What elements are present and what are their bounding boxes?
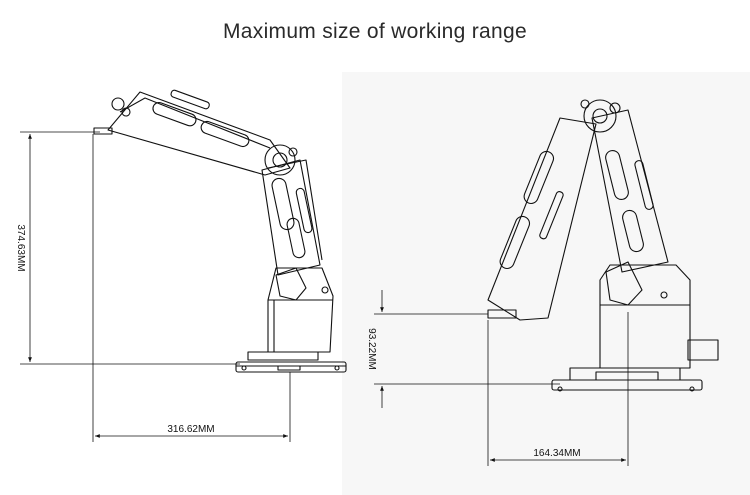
right-panel-background [342, 72, 750, 495]
right-dimensions [374, 290, 629, 466]
left-height-label: 374.63MM [15, 224, 26, 271]
left-elbow-joint [264, 144, 296, 176]
right-height-label: 93.22MM [366, 328, 377, 370]
right-top-joint [583, 99, 617, 133]
left-base-plate [235, 361, 347, 373]
right-upper-arm [487, 117, 597, 321]
left-dimensions [20, 131, 291, 442]
left-end-joint [111, 97, 125, 111]
right-base-body [599, 264, 691, 369]
left-robot-arm [93, 89, 347, 373]
left-upper-arm [107, 91, 291, 176]
left-lower-arm [261, 159, 321, 276]
right-reach-label: 164.34MM [533, 448, 580, 459]
left-base-body [267, 267, 334, 353]
left-reach-label: 316.62MM [167, 424, 214, 435]
right-robot-arm [487, 99, 719, 392]
page-title: Maximum size of working range [223, 20, 527, 43]
